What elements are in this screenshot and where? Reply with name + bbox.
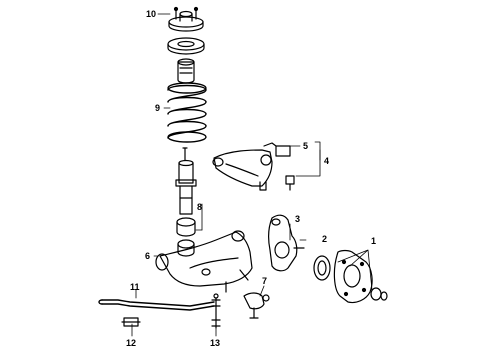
stabilizer-bar xyxy=(98,299,215,311)
callout-1: 1 xyxy=(371,236,376,246)
callout-5: 5 xyxy=(303,141,308,151)
upper-mount xyxy=(168,6,204,32)
callout-11: 11 xyxy=(130,282,140,292)
hub-assembly xyxy=(313,249,388,304)
callout-6: 6 xyxy=(145,251,150,261)
stabilizer-bushing xyxy=(121,317,141,327)
shock-absorber xyxy=(175,147,197,215)
callout-8: 8 xyxy=(197,202,202,212)
lower-control-arm xyxy=(155,230,253,293)
ball-joint xyxy=(243,292,270,319)
spring-seat xyxy=(167,37,205,55)
callout-10: 10 xyxy=(146,9,156,19)
callout-7: 7 xyxy=(262,276,267,286)
stabilizer-link xyxy=(211,293,221,329)
callout-2: 2 xyxy=(322,234,327,244)
callout-3: 3 xyxy=(295,214,300,224)
callout-12: 12 xyxy=(126,338,136,348)
steering-knuckle xyxy=(268,214,305,272)
callout-9: 9 xyxy=(155,103,160,113)
callout-13: 13 xyxy=(210,338,220,348)
strut-bushing xyxy=(176,217,196,257)
coil-spring xyxy=(167,82,207,143)
upper-control-arm xyxy=(212,142,295,191)
callout-4: 4 xyxy=(324,156,329,166)
bump-stop xyxy=(177,58,195,84)
leader-lines xyxy=(131,13,373,337)
